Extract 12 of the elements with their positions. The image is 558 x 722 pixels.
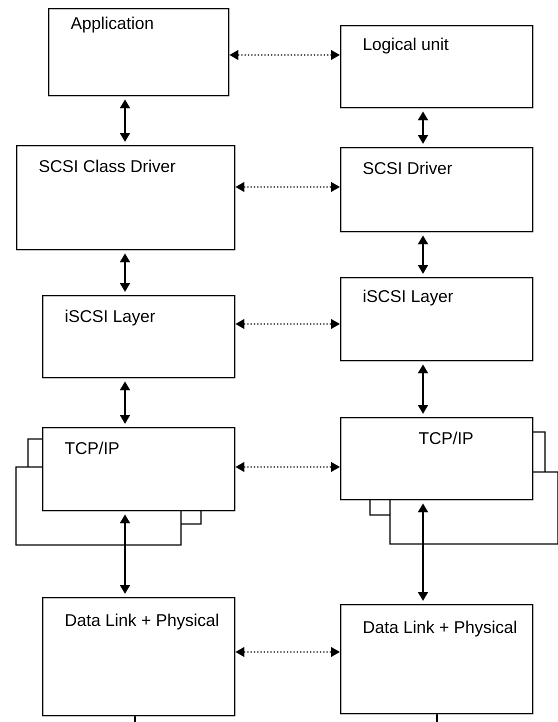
layer-box: SCSI Driver [340, 147, 534, 232]
layer-box: iSCSI Layer [42, 295, 236, 378]
stacked-layer-boxes: TCP/IP [340, 417, 558, 545]
layer-box: SCSI Class Driver [16, 145, 236, 250]
line [436, 714, 438, 722]
layer-box: Data Link + Physical [340, 604, 534, 714]
layer-box: Logical unit [340, 25, 534, 108]
layer-box: Data Link + Physical [42, 597, 236, 716]
stacked-layer-boxes: TCP/IP [15, 427, 236, 546]
layer-box: Application [48, 8, 230, 96]
line [134, 716, 136, 722]
layer-box: iSCSI Layer [340, 277, 534, 362]
